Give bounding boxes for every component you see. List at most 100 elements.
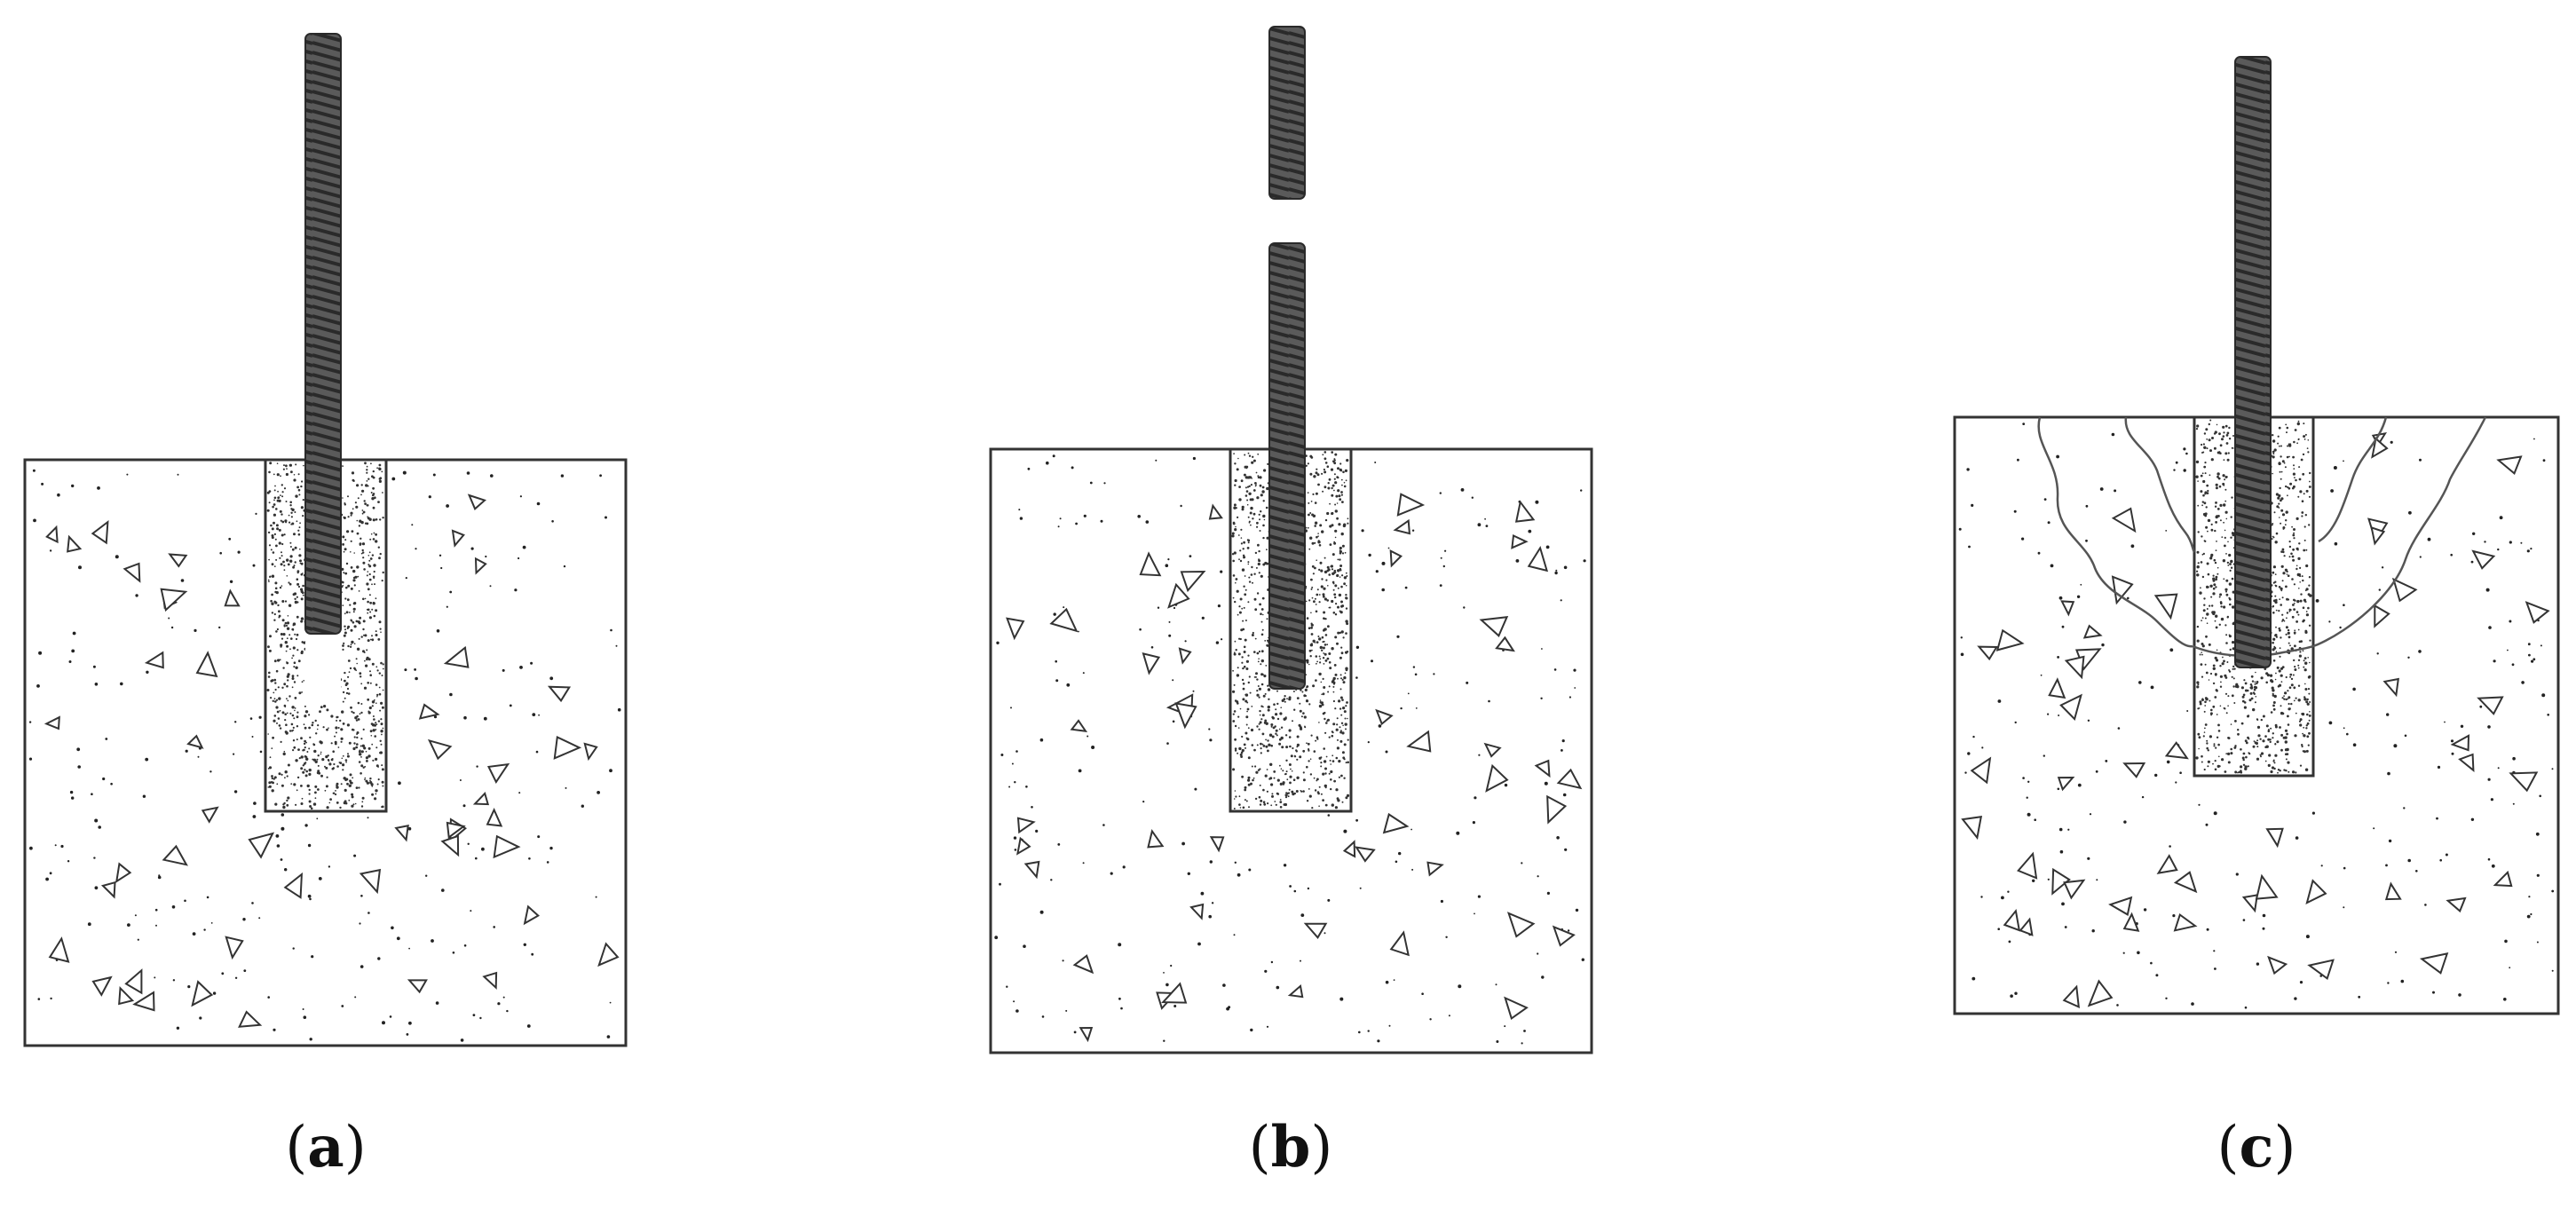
grout-speckle [2272, 707, 2276, 711]
grout-speckle [2259, 738, 2262, 740]
concrete-speckle [1554, 571, 1558, 575]
grout-speckle [1260, 620, 1263, 623]
grout-speckle [345, 586, 348, 589]
grout-speckle [2279, 598, 2281, 600]
grout-speckle [2308, 584, 2311, 587]
grout-speckle [373, 699, 375, 701]
grout-speckle [1273, 777, 1276, 779]
grout-speckle [1340, 532, 1344, 536]
aggregate-triangle [2153, 593, 2178, 620]
concrete-speckle [2385, 864, 2388, 867]
grout-speckle [1320, 585, 1323, 588]
concrete-speckle [446, 605, 448, 608]
grout-speckle [2231, 496, 2233, 499]
concrete-speckle [2485, 588, 2490, 592]
grout-speckle [2221, 662, 2224, 666]
grout-speckle [2215, 501, 2217, 504]
grout-speckle [1239, 753, 1243, 756]
aggregate-triangle [486, 807, 503, 827]
grout-speckle [2291, 578, 2294, 580]
concrete-speckle [1150, 646, 1154, 649]
grout-speckle [1246, 710, 1248, 713]
grout-speckle [2284, 524, 2287, 526]
grout-speckle [282, 803, 285, 806]
grout-speckle [1250, 524, 1252, 526]
concrete-speckle [1537, 875, 1539, 878]
grout-speckle [1266, 790, 1268, 793]
grout-speckle [349, 612, 351, 613]
concrete-speckle [97, 486, 100, 490]
concrete-speckle [2010, 994, 2013, 998]
concrete-speckle [2058, 715, 2060, 716]
grout-speckle [2291, 555, 2295, 558]
grout-speckle [2207, 530, 2209, 533]
grout-speckle [1260, 663, 1262, 666]
concrete-speckle [1472, 821, 1475, 825]
grout-speckle [2214, 760, 2216, 762]
grout-speckle [2308, 731, 2311, 735]
aggregate-triangle [2525, 601, 2550, 624]
grout-speckle [2232, 677, 2235, 680]
grout-speckle [304, 774, 308, 778]
aggregate-triangle [2450, 734, 2470, 752]
grout-speckle [1252, 517, 1254, 520]
grout-speckle [353, 584, 356, 587]
grout-speckle [1233, 798, 1236, 800]
grout-speckle [1335, 756, 1339, 760]
grout-speckle [1258, 795, 1261, 799]
grout-speckle [367, 608, 370, 612]
concrete-speckle [463, 944, 467, 947]
grout-speckle [2216, 566, 2219, 569]
grout-speckle [2280, 681, 2283, 683]
grout-speckle [370, 462, 372, 465]
grout-speckle [2288, 636, 2291, 639]
caption-c: (c) [2168, 1114, 2345, 1181]
concrete-speckle [2056, 454, 2060, 459]
grout-speckle [1345, 632, 1347, 635]
grout-speckle [278, 724, 281, 727]
grout-speckle [1238, 795, 1241, 798]
grout-speckle [306, 784, 310, 788]
grout-speckle [2303, 525, 2306, 528]
concrete-speckle [180, 579, 185, 582]
grout-speckle [1237, 457, 1239, 460]
concrete-speckle [1019, 517, 1023, 520]
grout-speckle [1344, 717, 1347, 720]
concrete-speckle [197, 755, 200, 758]
grout-speckle [276, 462, 279, 464]
grout-speckle [1341, 552, 1345, 555]
grout-speckle [2303, 493, 2305, 495]
grout-speckle [2195, 460, 2200, 464]
aggregate-triangle [168, 553, 188, 568]
grout-speckle [2303, 657, 2307, 659]
grout-speckle [1248, 485, 1251, 487]
grout-speckle [2272, 732, 2274, 735]
grout-speckle [2196, 685, 2200, 689]
grout-speckle [2225, 712, 2228, 715]
grout-speckle [2280, 748, 2283, 752]
grout-speckle [320, 774, 323, 778]
grout-speckle [1246, 707, 1250, 711]
grout-speckle [1301, 691, 1304, 693]
concrete-speckle [1166, 742, 1169, 745]
grout-speckle [1335, 603, 1338, 605]
aggregate-triangle [1556, 768, 1583, 790]
grout-speckle [2301, 745, 2303, 748]
grout-speckle [2260, 676, 2264, 680]
grout-speckle [2217, 477, 2221, 480]
grout-speckle [324, 789, 327, 792]
grout-speckle [2224, 624, 2227, 627]
grout-speckle [2298, 542, 2301, 545]
aggregate-triangle [523, 904, 540, 926]
grout-speckle [2285, 519, 2288, 522]
grout-speckle [2215, 746, 2217, 749]
grout-speckle [1327, 585, 1329, 587]
grout-speckle [1275, 708, 1277, 711]
grout-speckle [2274, 573, 2277, 575]
grout-speckle [1263, 675, 1267, 678]
concrete-speckle [2328, 721, 2333, 725]
grout-speckle [1336, 476, 1339, 478]
grout-speckle [275, 669, 279, 673]
grout-speckle [2290, 552, 2293, 556]
grout-speckle [2270, 711, 2273, 714]
